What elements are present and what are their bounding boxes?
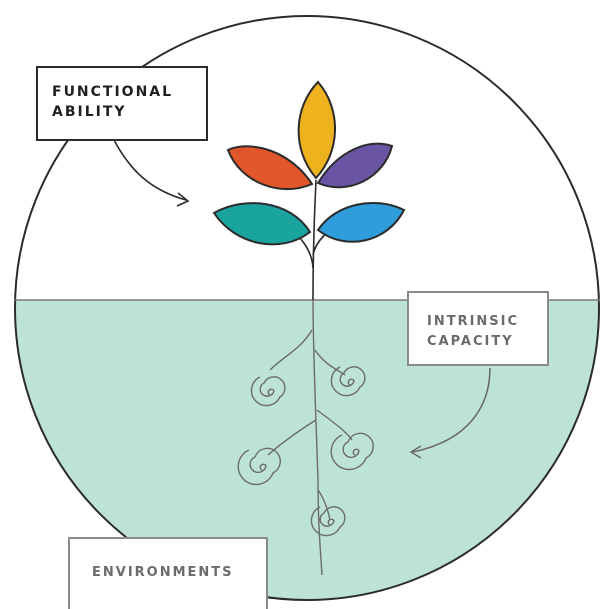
root-spiral-3 [237, 447, 281, 486]
leaf-purple [316, 142, 394, 189]
root-branch-5 [317, 489, 331, 521]
root-spiral-1 [250, 376, 286, 407]
water-fill [15, 300, 599, 600]
plant-icon [212, 80, 406, 301]
environments-text: ENVIRONMENTS [92, 565, 234, 580]
root-spiral-4 [330, 432, 374, 471]
spiral-roots-icon [237, 299, 374, 576]
leaf-top [297, 80, 336, 180]
arrow-intrinsic [409, 367, 491, 459]
root-spiral-2 [330, 366, 366, 397]
arrow-functional [113, 139, 190, 207]
intrinsic-capacity-line-1: INTRINSIC [427, 314, 520, 329]
functional-ability-line-1: FUNCTIONAL [52, 84, 174, 100]
functional-ability-line-2: ABILITY [52, 104, 127, 120]
leaf-orange [226, 145, 314, 191]
leaf-teal [212, 202, 312, 246]
root-main [312, 299, 323, 576]
functional-ability-label: FUNCTIONAL ABILITY [36, 66, 208, 141]
outer-circle [14, 15, 600, 601]
root-branch-3 [267, 419, 317, 456]
intrinsic-capacity-label: INTRINSIC CAPACITY [407, 291, 549, 366]
environments-label: ENVIRONMENTS [68, 537, 268, 609]
leaf-blue [316, 202, 406, 243]
root-spiral-5 [310, 506, 346, 537]
intrinsic-capacity-line-2: CAPACITY [427, 334, 514, 349]
root-branch-1 [269, 329, 313, 371]
